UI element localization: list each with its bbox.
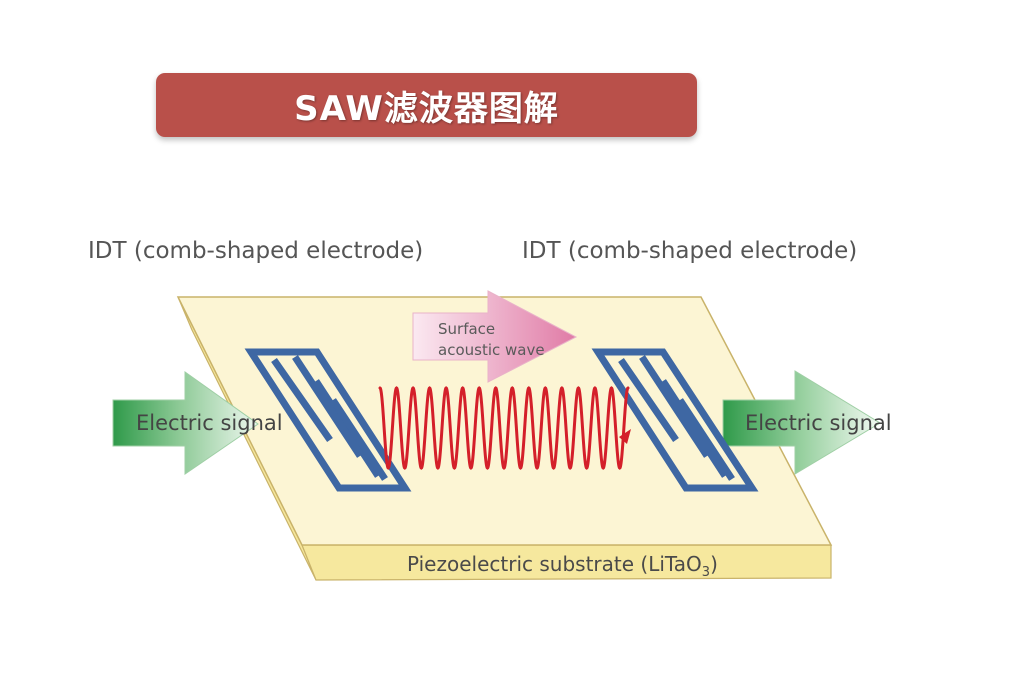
idt-label-left: IDT (comb-shaped electrode) <box>88 238 424 264</box>
surface-acoustic-wave-arrow <box>412 290 578 383</box>
title-banner: SAW滤波器图解 <box>156 73 697 137</box>
signal-out-label: Electric signal <box>745 411 892 435</box>
substrate-label: Piezoelectric substrate (LiTaO3) <box>407 552 718 580</box>
substrate-label-close: ) <box>710 552 718 576</box>
wave-arrowhead <box>619 429 631 444</box>
idt-electrode-right <box>591 348 759 492</box>
substrate-label-subscript: 3 <box>702 565 710 580</box>
substrate-label-main: Piezoelectric substrate (LiTaO <box>407 552 702 576</box>
saw-label-line2: acoustic wave <box>438 341 545 359</box>
acoustic-wave <box>378 386 630 470</box>
signal-in-arrow <box>112 371 259 475</box>
signal-out-arrow <box>722 370 881 475</box>
idt-electrode-left <box>244 348 412 492</box>
signal-in-label: Electric signal <box>136 411 283 435</box>
page-title: SAW滤波器图解 <box>294 88 559 129</box>
saw-label-line1: Surface <box>438 320 495 338</box>
idt-label-right: IDT (comb-shaped electrode) <box>522 238 858 264</box>
